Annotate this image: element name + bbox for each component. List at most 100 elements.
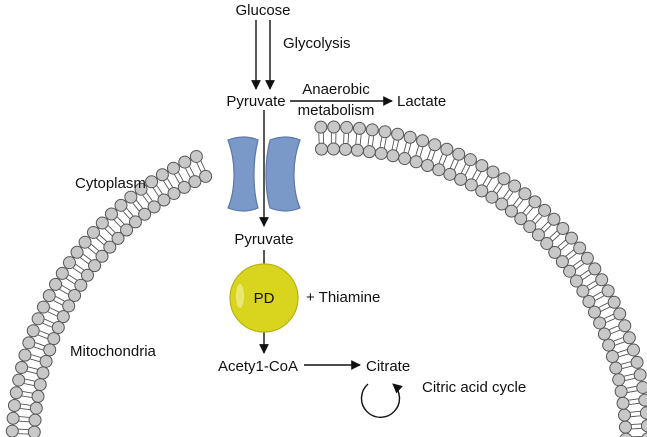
lipid-head bbox=[548, 245, 562, 259]
lipid-head bbox=[391, 127, 405, 141]
lipid-tail bbox=[565, 249, 574, 257]
lipid-tail bbox=[572, 259, 582, 267]
lipid-head bbox=[5, 424, 19, 437]
lipid-head bbox=[508, 179, 522, 193]
lipid-head bbox=[326, 142, 340, 156]
lipid-head bbox=[619, 432, 633, 437]
lipid-head bbox=[166, 161, 180, 175]
acetyl-coa-label: Acety1-CoA bbox=[218, 358, 298, 375]
metabolism-label: metabolism bbox=[298, 102, 375, 119]
lipid-tail bbox=[18, 420, 29, 423]
lipid-tail bbox=[605, 318, 616, 323]
lipid-head bbox=[374, 146, 388, 160]
lipid-head bbox=[518, 187, 532, 201]
lipid-tail bbox=[31, 354, 42, 358]
lipid-head bbox=[352, 121, 366, 135]
lipid-tail bbox=[438, 153, 443, 164]
lipid-tail bbox=[627, 390, 638, 393]
lipid-tail bbox=[142, 195, 150, 204]
lipid-tail bbox=[61, 285, 71, 291]
lipid-head bbox=[386, 149, 400, 163]
lipid-head bbox=[555, 255, 569, 269]
lipid-head bbox=[95, 249, 109, 263]
lipid-head bbox=[70, 245, 84, 259]
lipid-tail bbox=[22, 391, 33, 394]
lipid-tail bbox=[516, 199, 524, 209]
lipid-tail bbox=[20, 403, 31, 406]
lipid-tail bbox=[427, 149, 432, 160]
lipid-head bbox=[6, 411, 20, 425]
lipid-head bbox=[365, 123, 379, 137]
lipid-head bbox=[440, 142, 454, 156]
lipid-tail bbox=[126, 208, 134, 217]
lipid-head bbox=[475, 159, 489, 173]
lipid-head bbox=[178, 155, 192, 169]
lipid-head bbox=[145, 175, 159, 189]
lipid-head bbox=[147, 200, 161, 214]
lipid-head bbox=[612, 373, 626, 387]
lipid-tail bbox=[586, 280, 596, 287]
lipid-head bbox=[403, 130, 417, 144]
lipid-tail bbox=[24, 383, 35, 386]
lipid-tail bbox=[20, 408, 31, 411]
lipid-tail bbox=[460, 163, 467, 174]
lipid-tail bbox=[535, 216, 543, 224]
lipid-tail bbox=[613, 337, 624, 342]
lipid-head bbox=[605, 350, 619, 364]
lipid-head bbox=[464, 178, 478, 192]
lipid-tail bbox=[90, 243, 100, 252]
lipid-tail bbox=[122, 211, 131, 220]
lipid-head bbox=[36, 300, 50, 314]
lipid-tail bbox=[104, 228, 113, 237]
lipid-tail bbox=[367, 135, 370, 146]
lipid-head bbox=[528, 195, 542, 209]
lipid-head bbox=[177, 180, 191, 194]
lipid-tail bbox=[552, 233, 561, 242]
lipid-head bbox=[167, 186, 181, 200]
lipid-tail bbox=[513, 196, 520, 206]
mitochondrial-membrane-icon bbox=[5, 120, 647, 437]
lipid-head bbox=[486, 165, 500, 179]
lipid-tail bbox=[631, 423, 642, 425]
lipid-head bbox=[7, 398, 21, 412]
cytoplasm-label: Cytoplasm bbox=[75, 175, 146, 192]
lipid-head bbox=[124, 190, 138, 204]
lipid-head bbox=[638, 393, 647, 407]
citrate-label: Citrate bbox=[366, 358, 410, 375]
lipid-tail bbox=[355, 134, 358, 145]
lipid-head bbox=[421, 159, 435, 173]
lipid-tail bbox=[29, 358, 40, 363]
lipid-head bbox=[636, 380, 647, 394]
lipid-head bbox=[428, 138, 442, 152]
lipid-tail bbox=[600, 306, 611, 312]
lipid-tail bbox=[403, 142, 407, 153]
lipid-tail bbox=[116, 216, 125, 225]
anaerobic-label: Anaerobic bbox=[302, 81, 370, 98]
lipid-tail bbox=[132, 202, 140, 212]
lipid-head bbox=[315, 142, 329, 156]
lipid-head bbox=[103, 240, 117, 254]
lipid-head bbox=[573, 241, 587, 255]
thiamine-label: + Thiamine bbox=[306, 289, 380, 306]
lipid-head bbox=[128, 215, 142, 229]
glycolysis-label: Glycolysis bbox=[283, 35, 351, 52]
lipid-head bbox=[74, 278, 88, 292]
lipid-tail bbox=[395, 140, 400, 151]
lipid-head bbox=[138, 207, 152, 221]
lipid-tail bbox=[174, 174, 180, 184]
lipid-head bbox=[378, 125, 392, 139]
lipid-head bbox=[613, 307, 627, 321]
transport-channel-icon bbox=[227, 136, 301, 212]
lipid-tail bbox=[482, 175, 489, 185]
lipid-tail bbox=[107, 225, 116, 233]
lipid-head bbox=[416, 134, 430, 148]
lipid-head bbox=[617, 408, 631, 422]
lipid-tail bbox=[630, 410, 641, 413]
lipid-head bbox=[563, 264, 577, 278]
lipid-tail bbox=[549, 230, 558, 239]
lipid-tail bbox=[185, 168, 191, 178]
lipid-head bbox=[155, 168, 169, 182]
lipid-head bbox=[42, 289, 56, 303]
lipid-tail bbox=[379, 137, 383, 148]
lipid-tail bbox=[136, 200, 143, 209]
